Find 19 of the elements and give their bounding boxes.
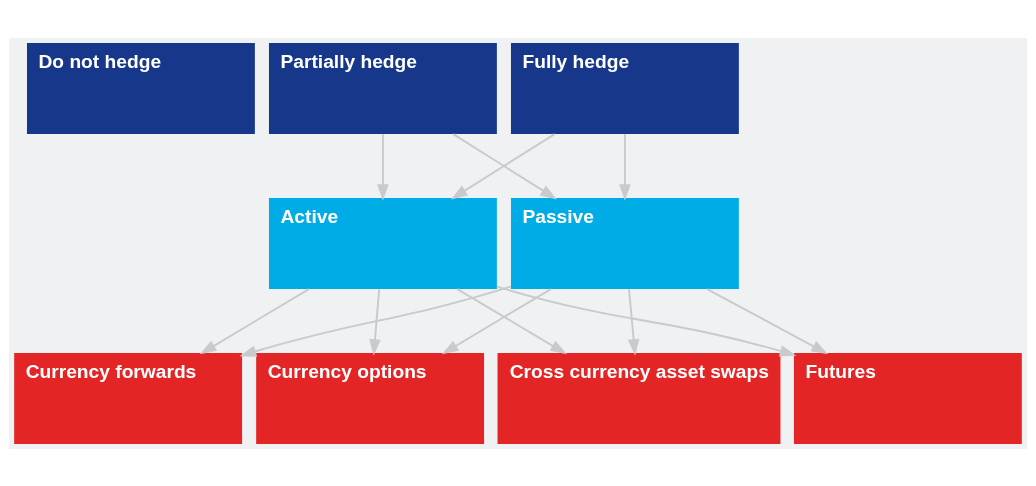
arrow bbox=[627, 287, 640, 356]
arrow bbox=[199, 287, 310, 354]
arrow bbox=[619, 132, 631, 201]
node-box: Passive bbox=[510, 197, 739, 289]
arrow bbox=[496, 285, 797, 357]
node-box: Currency options bbox=[256, 352, 485, 444]
arrow bbox=[369, 287, 381, 356]
arrow bbox=[239, 285, 512, 357]
node-box: Futures bbox=[793, 352, 1022, 444]
node-box: Currency forwards bbox=[14, 352, 243, 444]
node-box: Active bbox=[268, 197, 497, 289]
node-box: Do not hedge bbox=[27, 42, 255, 134]
arrow bbox=[456, 287, 567, 354]
arrow bbox=[706, 287, 828, 354]
arrow bbox=[441, 287, 552, 354]
node-box: Fully hedge bbox=[510, 42, 739, 134]
node-box: Cross currency asset swaps bbox=[497, 352, 781, 444]
arrow bbox=[377, 132, 389, 201]
node-box: Partially hedge bbox=[268, 42, 497, 134]
